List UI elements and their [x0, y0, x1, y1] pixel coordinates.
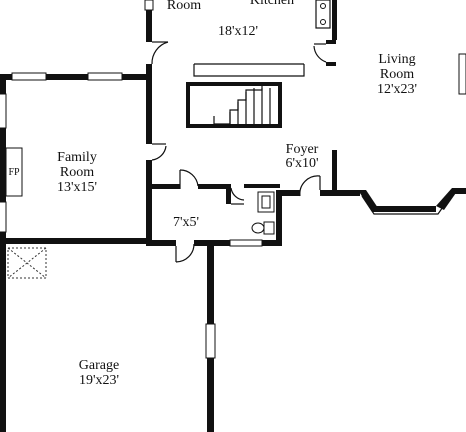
doors	[151, 41, 327, 263]
door-closet-north	[179, 169, 199, 189]
window-bath-bottom	[229, 239, 263, 247]
door-kitchen-west	[151, 41, 169, 65]
door-pantry	[313, 43, 327, 63]
living-room-dims: 12'x23'	[377, 82, 417, 97]
window-family-top-right	[87, 72, 123, 81]
outline-lines	[193, 0, 453, 215]
window-family-top-left	[11, 72, 47, 81]
interior-walls	[146, 40, 336, 204]
fireplace-label: FP	[8, 167, 20, 178]
closet-dims: 7'x5'	[173, 215, 199, 230]
attic-hatch	[7, 247, 47, 279]
window-kitchen-left	[144, 0, 154, 11]
garage-dims: 19'x23'	[79, 373, 119, 388]
foyer-dims: 6'x10'	[285, 156, 318, 171]
dining-room-name: Room	[167, 0, 201, 13]
family-room-name-line2: Room	[60, 165, 94, 180]
foyer-name: Foyer	[286, 142, 319, 157]
family-room-name-line1: Family	[57, 150, 97, 165]
bath-toilet	[263, 221, 275, 235]
living-room-name-line2: Room	[380, 67, 414, 82]
door-bath	[230, 187, 245, 205]
windows	[0, 0, 466, 359]
door-family-east	[151, 143, 167, 161]
kitchen-dims: 18'x12'	[218, 24, 258, 39]
family-room-dims: 13'x15'	[57, 180, 97, 195]
window-family-left-upper	[0, 93, 7, 129]
window-living-right	[458, 53, 466, 95]
garage-name: Garage	[79, 358, 119, 373]
fireplace	[5, 147, 23, 197]
window-family-left-lower	[0, 201, 7, 233]
kitchen-name: Kitchen	[250, 0, 294, 8]
bath-sink	[257, 191, 275, 213]
fixtures	[5, 3, 326, 235]
window-garage-right	[205, 323, 216, 359]
door-foyer-front	[299, 175, 321, 197]
living-room-name-line1: Living	[378, 52, 415, 67]
door-closet-south	[175, 243, 195, 263]
